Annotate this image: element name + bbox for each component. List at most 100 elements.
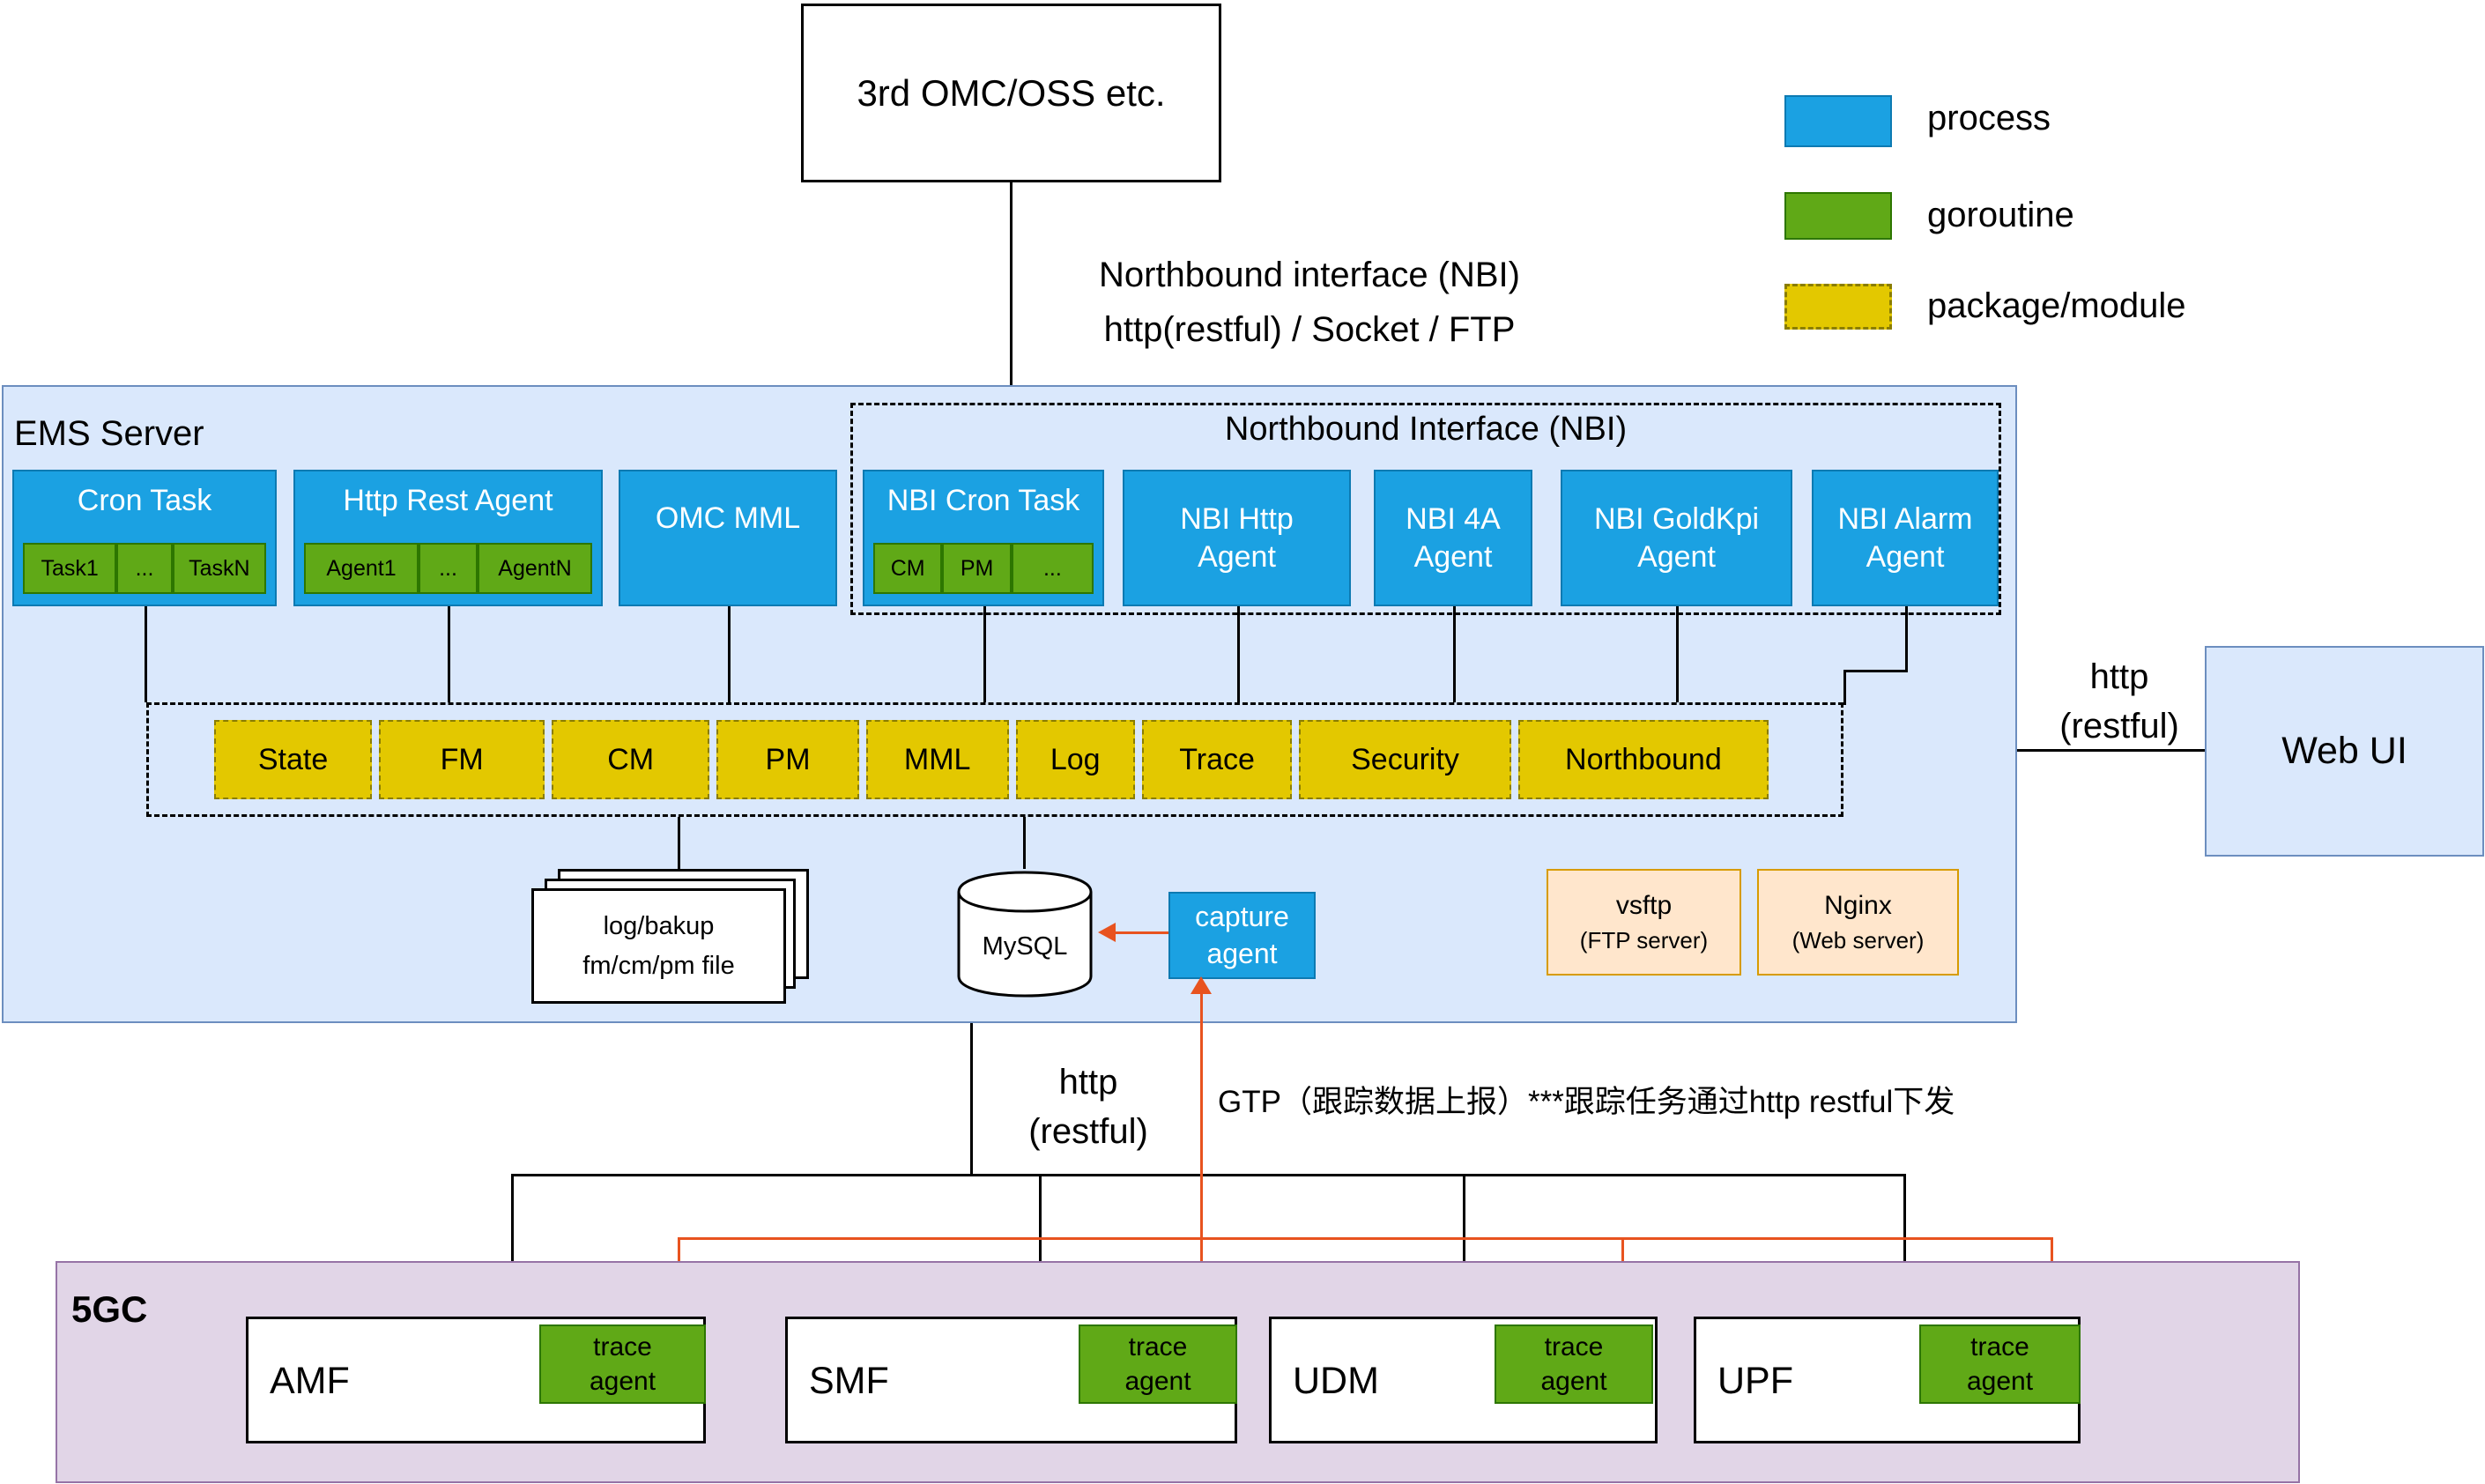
- mysql-label: MySQL: [982, 932, 1068, 961]
- mysql-database: MySQL: [952, 869, 1098, 999]
- smf-trace-agent-label: trace agent: [1124, 1332, 1191, 1396]
- module-state: State: [214, 720, 373, 799]
- module-mml: MML: [865, 720, 1009, 799]
- nginx-name: Nginx: [1824, 890, 1892, 920]
- core-5gc-title: 5GC: [71, 1288, 148, 1330]
- nbi-cron-task-label: NBI Cron Task: [886, 484, 1080, 517]
- line-nbi4a-to-modules: [1453, 606, 1456, 702]
- udm-trace-agent-label: trace agent: [1540, 1332, 1607, 1396]
- vsftp-name: vsftp: [1615, 890, 1673, 920]
- files-sheet-front: log/bakup fm/cm/pm file: [531, 888, 786, 1004]
- cron-task-box: Cron Task Task1 ... TaskN: [12, 470, 277, 606]
- omc-mml-box: OMC MML: [619, 470, 837, 606]
- omc-oss-label: 3rd OMC/OSS etc.: [857, 71, 1166, 114]
- http-rest-agent-sub-agentn: AgentN: [478, 543, 592, 594]
- line-core-distribution: [511, 1174, 1906, 1176]
- line-modules-to-files: [678, 817, 680, 869]
- line-ems-to-core: [970, 1023, 973, 1174]
- cron-task-sub-ellipsis: ...: [116, 543, 173, 594]
- line-drop-amf: [511, 1174, 514, 1317]
- nbi-group-container: [850, 403, 2001, 615]
- line-omc-to-ems: [1010, 182, 1013, 403]
- gtp-note: GTP（跟踪数据上报）***跟踪任务通过http restful下发: [1218, 1085, 1955, 1119]
- module-bar: State FM CM PM MML Log Trace Security No…: [214, 720, 1769, 799]
- legend-goroutine-swatch: [1784, 192, 1892, 240]
- legend-process-label: process: [1927, 99, 2051, 137]
- cron-task-subtasks: Task1 ... TaskN: [23, 543, 266, 594]
- module-log: Log: [1015, 720, 1135, 799]
- cron-task-label: Cron Task: [77, 484, 212, 517]
- http-rest-agent-sub-agent1: Agent1: [304, 543, 419, 594]
- line-drop-udm: [1463, 1174, 1465, 1317]
- nbi-4a-agent-box: NBI 4A Agent: [1374, 470, 1532, 606]
- http-rest-agent-box: Http Rest Agent Agent1 ... AgentN: [293, 470, 603, 606]
- module-pm: PM: [716, 720, 859, 799]
- nbi-alarm-agent-box: NBI Alarm Agent: [1812, 470, 1999, 606]
- nbi-group-title: Northbound Interface (NBI): [1224, 411, 1628, 448]
- nbi-cron-sub-pm: PM: [942, 543, 1012, 594]
- module-northbound: Northbound: [1517, 720, 1769, 799]
- capture-agent-label: capture agent: [1195, 900, 1289, 969]
- http-rest-agent-label: Http Rest Agent: [343, 484, 553, 517]
- module-bar-container: State FM CM PM MML Log Trace Security No…: [146, 702, 1843, 817]
- omc-oss-box: 3rd OMC/OSS etc.: [801, 4, 1221, 182]
- module-fm: FM: [379, 720, 545, 799]
- core-http-line1: http: [1058, 1063, 1118, 1102]
- nbi-link-label: Northbound interface (NBI) http(restful)…: [1027, 248, 1591, 357]
- vsftp-desc: (FTP server): [1579, 927, 1709, 954]
- nbi-4a-agent-label: NBI 4A Agent: [1406, 502, 1501, 574]
- line-nbihttp-to-modules: [1237, 606, 1240, 702]
- files-label-line1: log/bakup: [603, 911, 715, 940]
- line-ems-to-webui: [2017, 749, 2205, 752]
- legend-goroutine-label: goroutine: [1927, 196, 2074, 234]
- webui-http-line1: http: [2089, 657, 2149, 696]
- nbi-link-line1: Northbound interface (NBI): [1098, 256, 1520, 294]
- amf-trace-agent-label: trace agent: [589, 1332, 656, 1396]
- web-ui-box: Web UI: [2205, 646, 2484, 857]
- line-alarm-to-modules-v1: [1905, 606, 1908, 672]
- ems-server-title: EMS Server: [14, 414, 204, 453]
- line-httprest-to-modules: [448, 606, 450, 702]
- module-cm: CM: [552, 720, 710, 799]
- nf-amf-label: AMF: [270, 1360, 350, 1402]
- vsftp-box: vsftp (FTP server): [1547, 869, 1741, 976]
- line-nbicron-to-modules: [983, 606, 986, 702]
- capture-agent-box: capture agent: [1168, 892, 1316, 979]
- legend-process-swatch: [1784, 95, 1892, 147]
- arrowhead-to-capture-agent: [1191, 976, 1212, 994]
- module-trace: Trace: [1141, 720, 1293, 799]
- core-http-label: http (restful): [1005, 1057, 1172, 1156]
- nbi-alarm-agent-label: NBI Alarm Agent: [1837, 502, 1973, 574]
- nf-smf-label: SMF: [809, 1360, 889, 1402]
- line-cron-to-modules: [145, 606, 147, 702]
- nbi-goldkpi-agent-label: NBI GoldKpi Agent: [1593, 502, 1760, 574]
- udm-trace-agent: trace agent: [1495, 1324, 1653, 1404]
- nbi-goldkpi-agent-box: NBI GoldKpi Agent: [1561, 470, 1792, 606]
- upf-trace-agent: trace agent: [1919, 1324, 2081, 1404]
- nbi-http-agent-box: NBI Http Agent: [1123, 470, 1351, 606]
- module-security: Security: [1299, 720, 1511, 799]
- core-http-line2: (restful): [1028, 1112, 1148, 1151]
- line-drop-upf: [1903, 1174, 1906, 1317]
- nbi-cron-task-subtasks: CM PM ...: [873, 543, 1094, 594]
- line-alarm-to-modules-v2: [1843, 670, 1846, 705]
- line-trace-to-capture: [1200, 992, 1203, 1240]
- line-alarm-to-modules-h: [1843, 670, 1908, 672]
- http-rest-agent-sub-ellipsis: ...: [419, 543, 478, 594]
- line-modules-to-mysql: [1023, 817, 1026, 869]
- nbi-link-line2: http(restful) / Socket / FTP: [1103, 310, 1516, 349]
- upf-trace-agent-label: trace agent: [1966, 1332, 2034, 1396]
- omc-mml-label: OMC MML: [655, 501, 801, 535]
- web-ui-label: Web UI: [2281, 730, 2407, 772]
- nginx-desc: (Web server): [1791, 927, 1925, 954]
- line-goldkpi-to-modules: [1676, 606, 1679, 702]
- nbi-cron-task-box: NBI Cron Task CM PM ...: [863, 470, 1104, 606]
- http-rest-agent-subtasks: Agent1 ... AgentN: [304, 543, 592, 594]
- line-drop-smf: [1039, 1174, 1042, 1317]
- nbi-http-agent-label: NBI Http Agent: [1180, 502, 1294, 574]
- webui-http-line2: (restful): [2059, 707, 2179, 746]
- nbi-cron-sub-ellipsis: ...: [1011, 543, 1094, 594]
- database-cylinder-icon: [957, 871, 1093, 998]
- arrowhead-to-mysql: [1098, 923, 1116, 942]
